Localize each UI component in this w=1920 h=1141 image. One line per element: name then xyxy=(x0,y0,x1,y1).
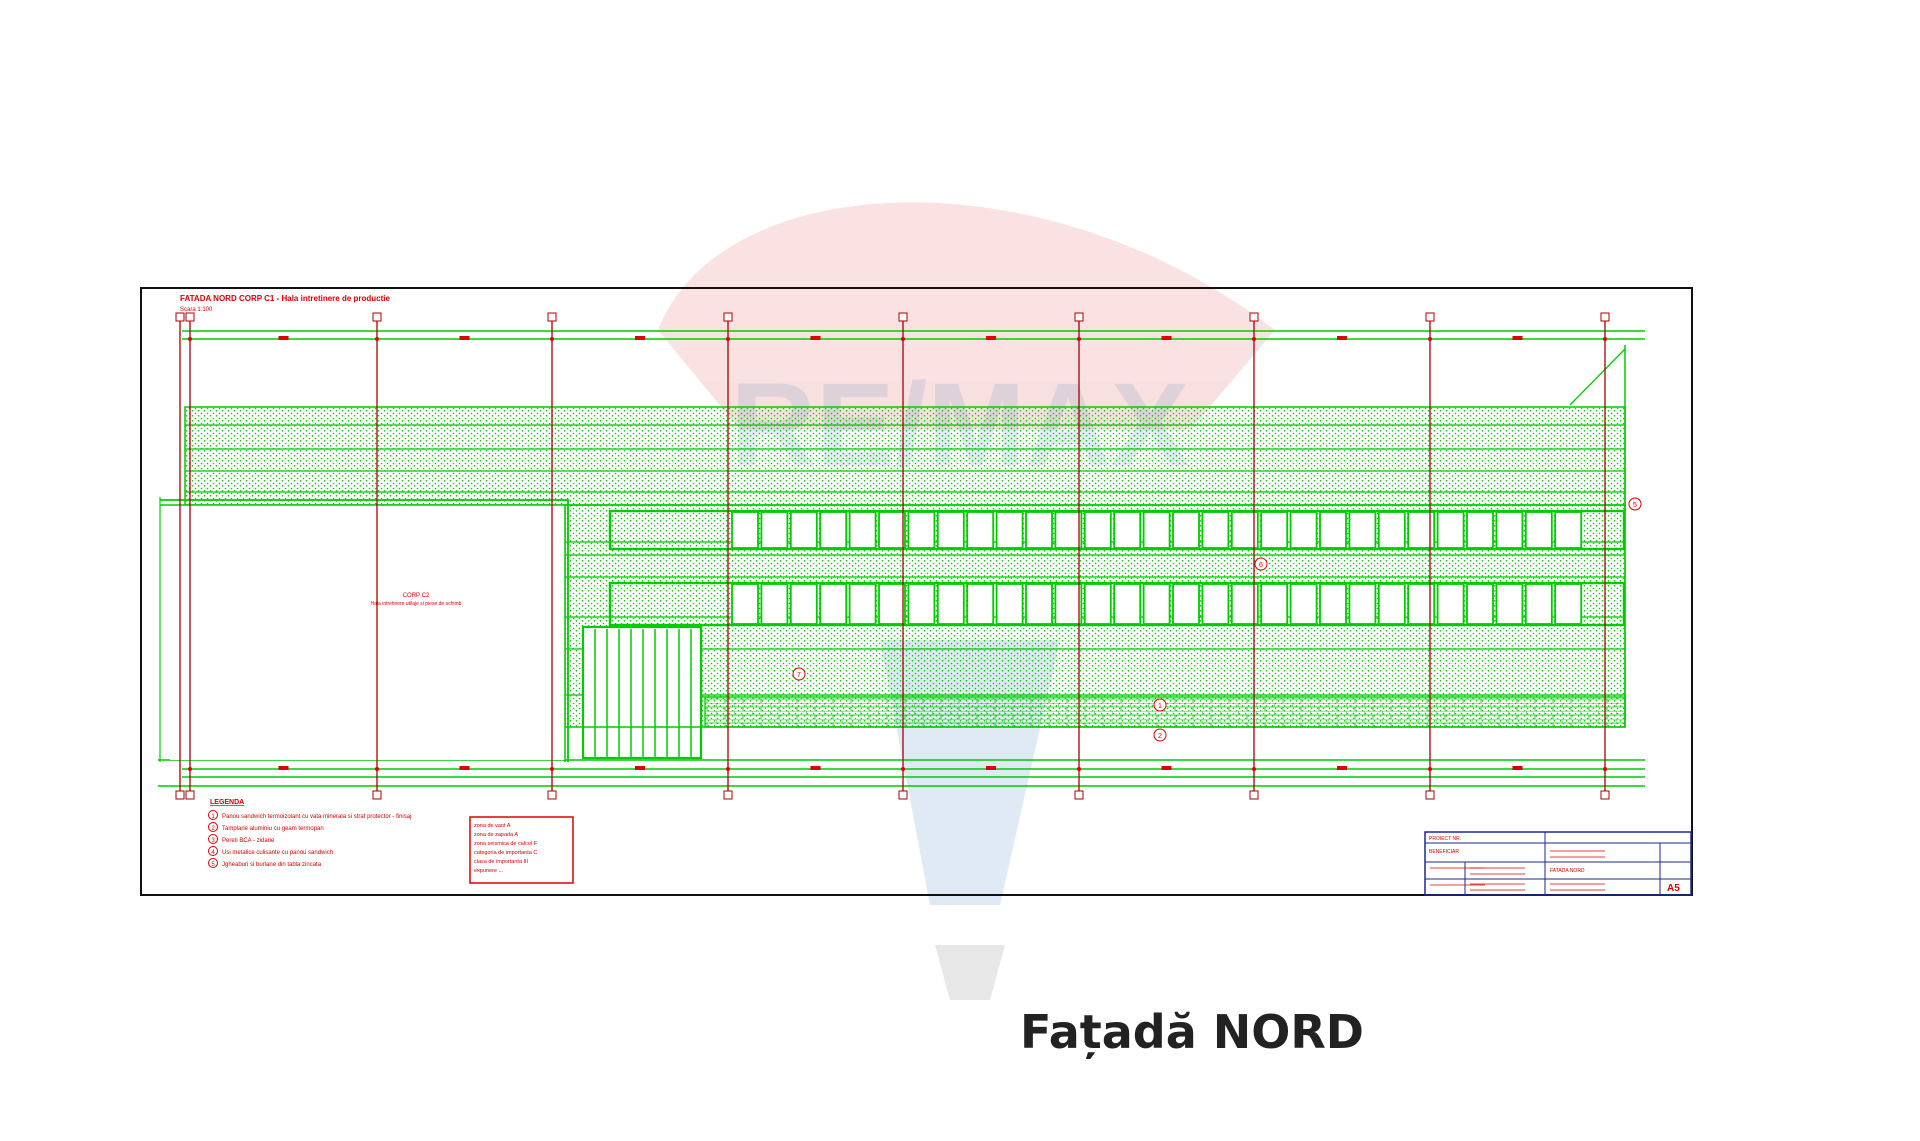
callout-label: 1 xyxy=(1158,703,1162,710)
bottom-dimension-lines xyxy=(158,759,1645,787)
notes-line: categoria de importanta C xyxy=(474,850,537,856)
title-block-beneficiary: BENEFICIAR xyxy=(1429,849,1459,855)
legend-item-number: 3 xyxy=(211,838,215,844)
drawing-title: FATADA NORD CORP C1 - Hala intretinere d… xyxy=(180,294,391,303)
legend-title: LEGENDA xyxy=(210,799,244,806)
legend-item: Tamplarie aluminiu cu geam termopan xyxy=(222,826,324,832)
callout-label: 2 xyxy=(1158,733,1162,740)
adjacent-building-sublabel: Hala intretinere utilaje si piese de sch… xyxy=(371,601,462,607)
legend-item-number: 2 xyxy=(211,826,215,832)
upper-facade-panels xyxy=(184,345,1626,727)
facade-drawing: FATADA NORD CORP C1 - Hala intretinere d… xyxy=(140,287,1693,896)
legend-item: Pereti BCA - zidarie xyxy=(222,838,275,844)
legend-item: Panou sandwich termoizolant cu vata mine… xyxy=(222,814,411,820)
title-block: PROIECT NR. BENEFICIAR FATADA NORD A5 xyxy=(1424,831,1692,896)
legend-item-number: 5 xyxy=(211,862,215,868)
title-block-sheet-code: A5 xyxy=(1667,883,1680,894)
sliding-gate xyxy=(581,625,730,760)
drawing-scale: Scara 1:100 xyxy=(180,307,213,313)
window-band-upper xyxy=(608,509,1626,551)
callout-label: 5 xyxy=(1633,502,1637,509)
adjacent-building-label: CORP C2 xyxy=(403,593,430,599)
callout-label: 6 xyxy=(1259,562,1263,569)
notes-line: zona de vant A xyxy=(474,823,511,829)
adjacent-building: CORP C2 Hala intretinere utilaje si pies… xyxy=(159,497,569,762)
notes-line: zona de zapada A xyxy=(474,832,518,838)
facade-caption: Fațadă NORD xyxy=(1020,1005,1364,1059)
top-dimension-lines xyxy=(182,330,1645,340)
drawing-frame xyxy=(140,287,1693,896)
notes-line: zona seismica de calcul F xyxy=(474,841,538,847)
title-block-project: PROIECT NR. xyxy=(1429,836,1461,842)
legend: LEGENDA 1 Panou sandwich termoizolant cu … xyxy=(208,799,411,868)
legend-item: Usi metalice culisante cu panou sandwich xyxy=(222,850,333,856)
window-band-lower xyxy=(608,581,1626,627)
callouts: 6 1 2 7 5 xyxy=(792,497,1642,742)
callout-label: 7 xyxy=(797,672,801,679)
title-block-sheet-title: FATADA NORD xyxy=(1550,868,1585,874)
notes-line: clasa de importanta III xyxy=(474,859,529,865)
legend-item-number: 4 xyxy=(211,850,215,856)
legend-item-number: 1 xyxy=(211,814,215,820)
legend-item: Jgheaburi si burlane din tabla zincata xyxy=(222,862,322,868)
structural-axes xyxy=(175,312,1610,800)
notes-box: zona de vant A zona de zapada A zona seism… xyxy=(469,816,574,884)
notes-line: expunere ... xyxy=(474,868,504,874)
